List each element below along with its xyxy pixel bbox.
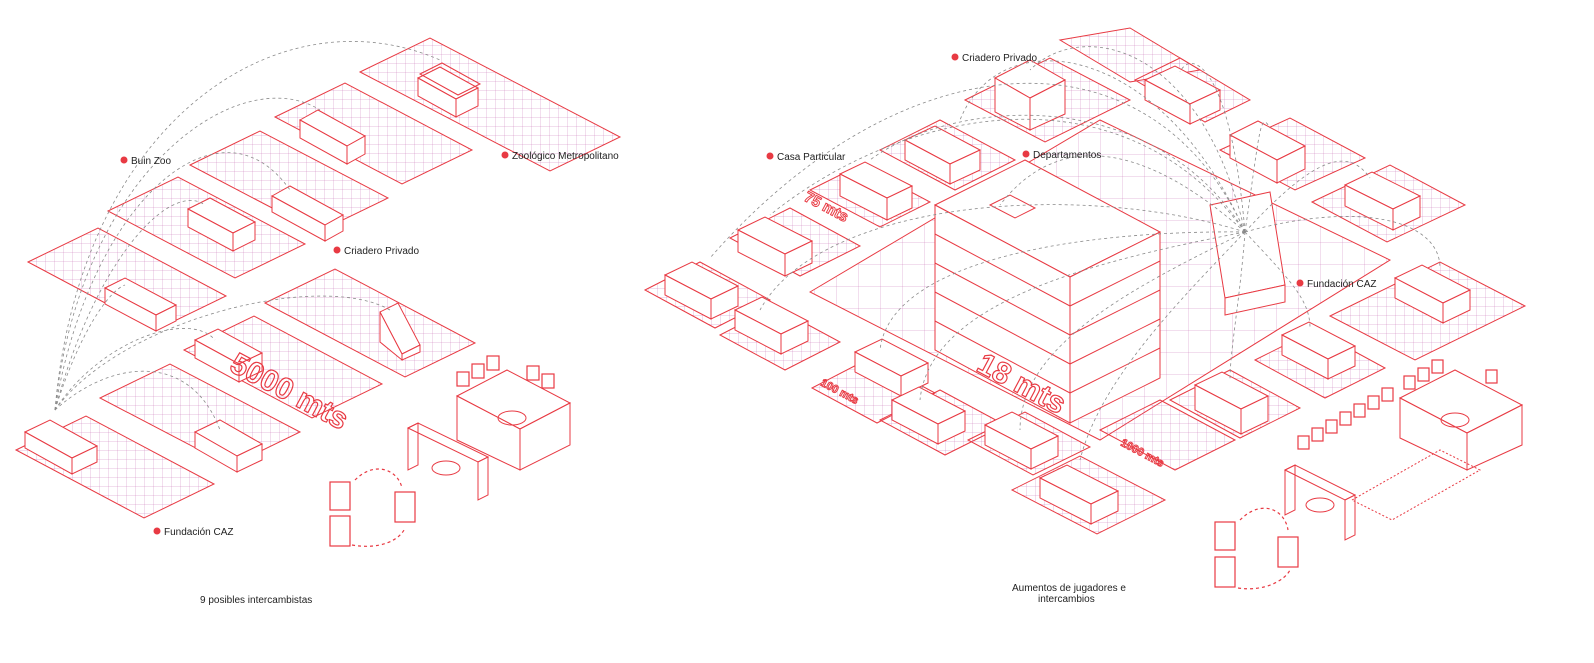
right-caption-line2: intercambios — [1038, 594, 1095, 605]
house — [23, 419, 99, 475]
house — [1193, 371, 1270, 435]
house — [298, 109, 367, 165]
house — [379, 302, 421, 362]
location-dot — [1296, 279, 1304, 287]
apartment-tower — [933, 159, 1162, 424]
location-dot — [153, 527, 161, 535]
house — [1343, 171, 1422, 231]
house — [733, 296, 810, 355]
location-dot — [1022, 150, 1030, 158]
label-fundacion: Fundación CAZ — [1307, 279, 1376, 290]
parcel-plot — [273, 82, 474, 185]
location-dot — [333, 246, 341, 254]
left-labels: Buin Zoo Zoológico Metropolitano Criader… — [120, 151, 619, 606]
house — [736, 216, 814, 277]
house — [193, 419, 264, 473]
label-zoologico: Zoológico Metropolitano — [512, 151, 619, 162]
left-diagram: 5000 mts Buin Zoo Zoológico Metropolitan… — [14, 37, 622, 606]
house — [903, 125, 982, 185]
label-casa: Casa Particular — [777, 152, 846, 163]
trade-cards — [329, 355, 555, 547]
exchange-room — [406, 369, 572, 501]
location-dot — [120, 156, 128, 164]
exchange-room — [1283, 369, 1524, 541]
location-dot — [766, 152, 774, 160]
label-departamentos: Departamentos — [1033, 150, 1101, 161]
parcel-plot — [1098, 399, 1237, 471]
label-buin-zoo: Buin Zoo — [131, 156, 171, 167]
right-diagram: 75 mts 18 mts 100 mts 1000 mts Criadero … — [643, 27, 1527, 605]
label-fundacion: Fundación CAZ — [164, 527, 233, 538]
house — [270, 185, 345, 242]
location-dot — [501, 151, 509, 159]
house — [838, 161, 914, 221]
house — [193, 328, 264, 383]
left-caption: 9 posibles intercambistas — [200, 595, 312, 606]
house — [853, 338, 930, 397]
location-dot — [951, 53, 959, 61]
label-criadero: Criadero Privado — [962, 53, 1037, 64]
house — [1038, 464, 1120, 525]
house — [663, 261, 740, 320]
house-buildings — [23, 62, 482, 475]
house — [890, 386, 967, 445]
connection-arcs — [709, 46, 1441, 461]
right-labels: Criadero Privado Casa Particular Departa… — [766, 53, 1376, 605]
house — [1280, 321, 1357, 380]
house — [1393, 264, 1472, 324]
right-caption-line1: Aumentos de jugadores e — [1012, 583, 1126, 594]
connection-arcs — [54, 41, 441, 431]
house — [416, 62, 482, 118]
label-criadero: Criadero Privado — [344, 246, 419, 257]
house — [983, 411, 1060, 470]
house — [103, 277, 178, 332]
house — [186, 197, 257, 252]
house — [1228, 120, 1307, 184]
trade-cards — [1214, 359, 1498, 590]
